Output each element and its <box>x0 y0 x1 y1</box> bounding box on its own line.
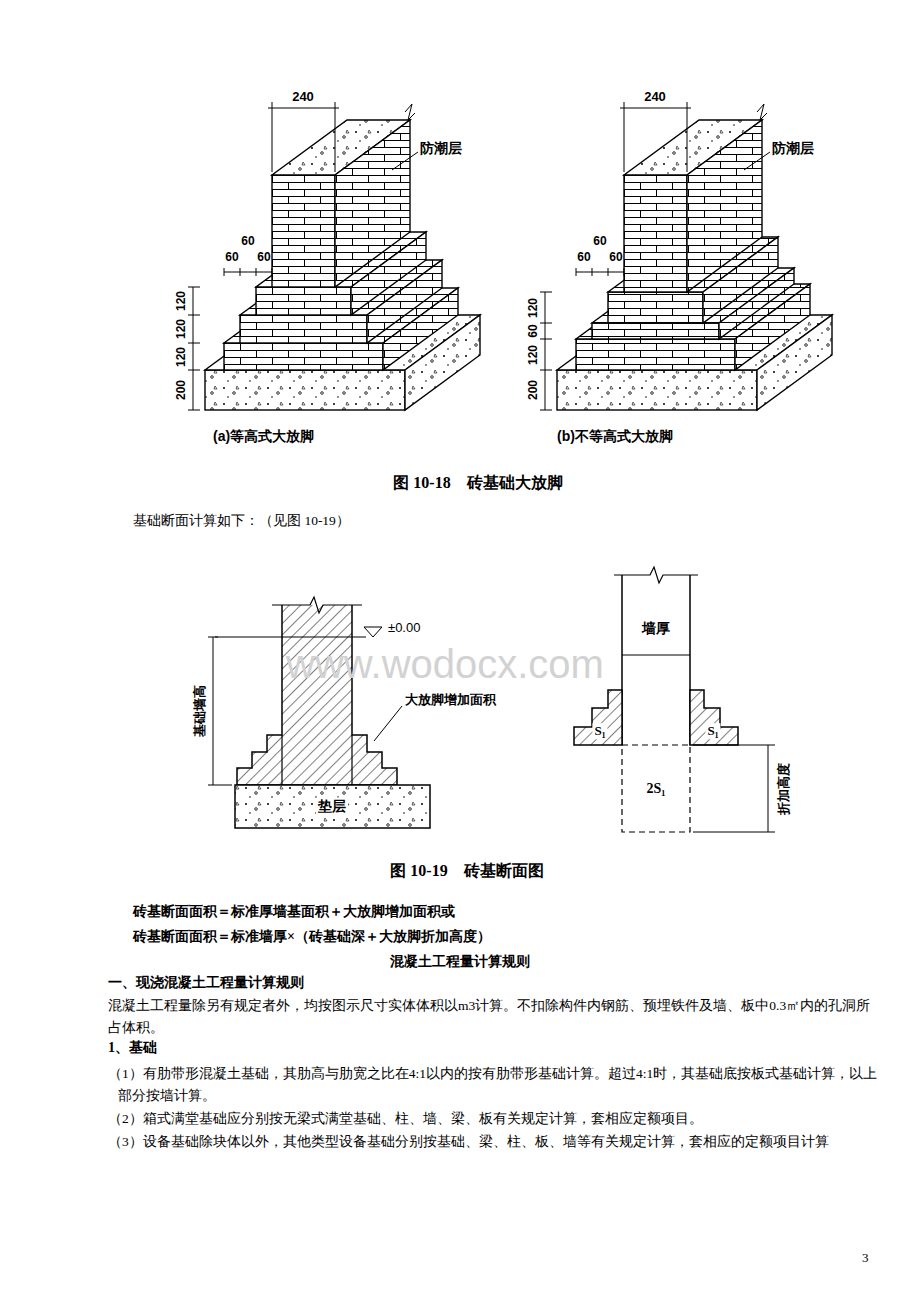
brick-course <box>272 120 410 287</box>
body-text: 基础断面计算如下：（见图 10-19） <box>133 513 350 529</box>
dimension-label: 折加高度 <box>776 763 792 815</box>
dimension: 240 <box>292 89 314 105</box>
dimension: 120 <box>174 291 188 311</box>
section-heading: 混凝土工程量计算规则 <box>390 954 530 971</box>
paragraph: （2）箱式满堂基础应分别按无梁式满堂基础、柱、墙、梁、板有关规定计算，套相应定额… <box>108 1108 880 1130</box>
dimension: 60 <box>526 324 540 337</box>
page-number: 3 <box>862 1250 869 1266</box>
part-label: 防潮层 <box>772 140 814 157</box>
formula: 砖基断面面积＝标准厚墙基面积＋大放脚增加面积或 <box>133 904 455 921</box>
dimension: 60 <box>577 250 590 264</box>
area-symbol: 2S₁ <box>647 781 666 798</box>
paragraph: （3）设备基础除块体以外，其他类型设备基础分别按基础、梁、柱、板、墙等有关规定计… <box>108 1131 880 1153</box>
area-symbol: S₁ <box>592 723 607 739</box>
dimension: 240 <box>644 89 666 105</box>
area-symbol: S₁ <box>705 723 720 739</box>
section-heading: 一、现浇混凝土工程量计算规则 <box>108 975 304 992</box>
section-figure <box>208 597 430 828</box>
dimension: 120 <box>174 319 188 339</box>
dimension: 60 <box>225 250 238 264</box>
subfigure-caption: (a)等高式大放脚 <box>213 428 314 445</box>
part-label: 垫层 <box>316 798 348 815</box>
dimension: 120 <box>174 346 188 366</box>
paragraph: （1）有肋带形混凝土基础，其肋高与肋宽之比在4:1以内的按有肋带形基础计算。超过… <box>108 1063 880 1107</box>
part-label: 防潮层 <box>420 140 462 157</box>
callout-label: 大放脚增加面积 <box>405 692 496 708</box>
brick-foundation-figure <box>205 104 832 410</box>
paragraph: 混凝土工程量除另有规定者外，均按图示尺寸实体体积以m3计算。不扣除构件内钢筋、预… <box>108 995 880 1039</box>
subheading: 1、基础 <box>108 1040 157 1057</box>
subfigure-caption: (b)不等高式大放脚 <box>557 428 673 445</box>
dimension-label: 基础墙高 <box>192 685 208 737</box>
dimension: 200 <box>526 380 540 400</box>
watermark: www.wodocx.com <box>286 640 604 688</box>
equivalent-height-figure <box>574 567 775 832</box>
dimension: 120 <box>526 297 540 317</box>
formula: 砖基断面面积＝标准墙厚×（砖基础深＋大放脚折加高度） <box>133 929 491 946</box>
part-label: 墙厚 <box>642 620 670 637</box>
brick-course <box>624 120 762 292</box>
dimension: 60 <box>257 250 270 264</box>
figure-caption: 图 10-19 砖基断面图 <box>390 861 543 880</box>
elevation-label: ±0.00 <box>388 620 420 636</box>
dimension-lines <box>188 102 770 410</box>
figure-caption: 图 10-18 砖基础大放脚 <box>393 473 562 492</box>
dimension: 60 <box>241 234 254 248</box>
dimension: 200 <box>174 380 188 400</box>
dimension: 120 <box>526 344 540 364</box>
dimension: 60 <box>593 234 606 248</box>
dimension: 60 <box>609 250 622 264</box>
